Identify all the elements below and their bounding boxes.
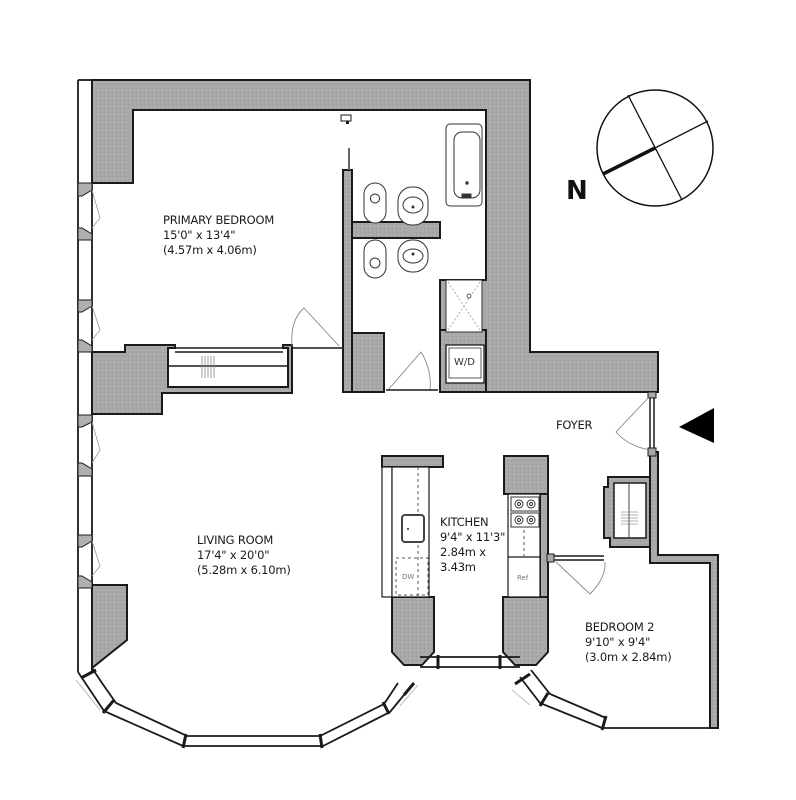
bath-2-fixtures	[363, 239, 483, 333]
room-dimensions-imperial: 9'4" x 11'3"	[440, 530, 506, 544]
room-dimensions-metric-cont: 3.43m	[440, 560, 476, 574]
north-compass-icon	[596, 89, 714, 207]
room-name: FOYER	[556, 418, 593, 432]
dishwasher-label: DW	[402, 573, 415, 581]
room-label-primary-bedroom: PRIMARY BEDROOM 15'0" x 13'4" (4.57m x 4…	[163, 213, 274, 258]
room-dimensions-imperial: 9'10" x 9'4"	[585, 635, 651, 649]
room-name: PRIMARY BEDROOM	[163, 213, 275, 227]
room-dimensions-metric: (5.28m x 6.10m)	[197, 563, 291, 577]
room-label-foyer: FOYER	[556, 418, 593, 433]
room-name: KITCHEN	[440, 515, 489, 529]
room-dimensions-imperial: 17'4" x 20'0"	[197, 548, 270, 562]
west-window-wall	[77, 79, 93, 672]
entry-arrow-icon	[679, 408, 714, 443]
living-bay-window	[77, 667, 409, 747]
room-name: BEDROOM 2	[585, 620, 655, 634]
room-dimensions-imperial: 15'0" x 13'4"	[163, 228, 236, 242]
room-dimensions-metric: (4.57m x 4.06m)	[163, 243, 257, 257]
room-label-kitchen: KITCHEN 9'4" x 11'3" 2.84m x 3.43m	[440, 515, 505, 575]
room-name: LIVING ROOM	[197, 533, 274, 547]
washer-dryer-label: W/D	[454, 357, 475, 368]
room-label-living-room: LIVING ROOM 17'4" x 20'0" (5.28m x 6.10m…	[197, 533, 291, 578]
bath-1-fixtures	[363, 123, 483, 226]
room-label-bedroom-2: BEDROOM 2 9'10" x 9'4" (3.0m x 2.84m)	[585, 620, 672, 665]
room-dimensions-metric: 2.84m x	[440, 545, 486, 559]
room-dimensions-metric: (3.0m x 2.84m)	[585, 650, 672, 664]
north-label: N	[566, 176, 588, 206]
refrigerator-label: Ref	[517, 574, 529, 582]
